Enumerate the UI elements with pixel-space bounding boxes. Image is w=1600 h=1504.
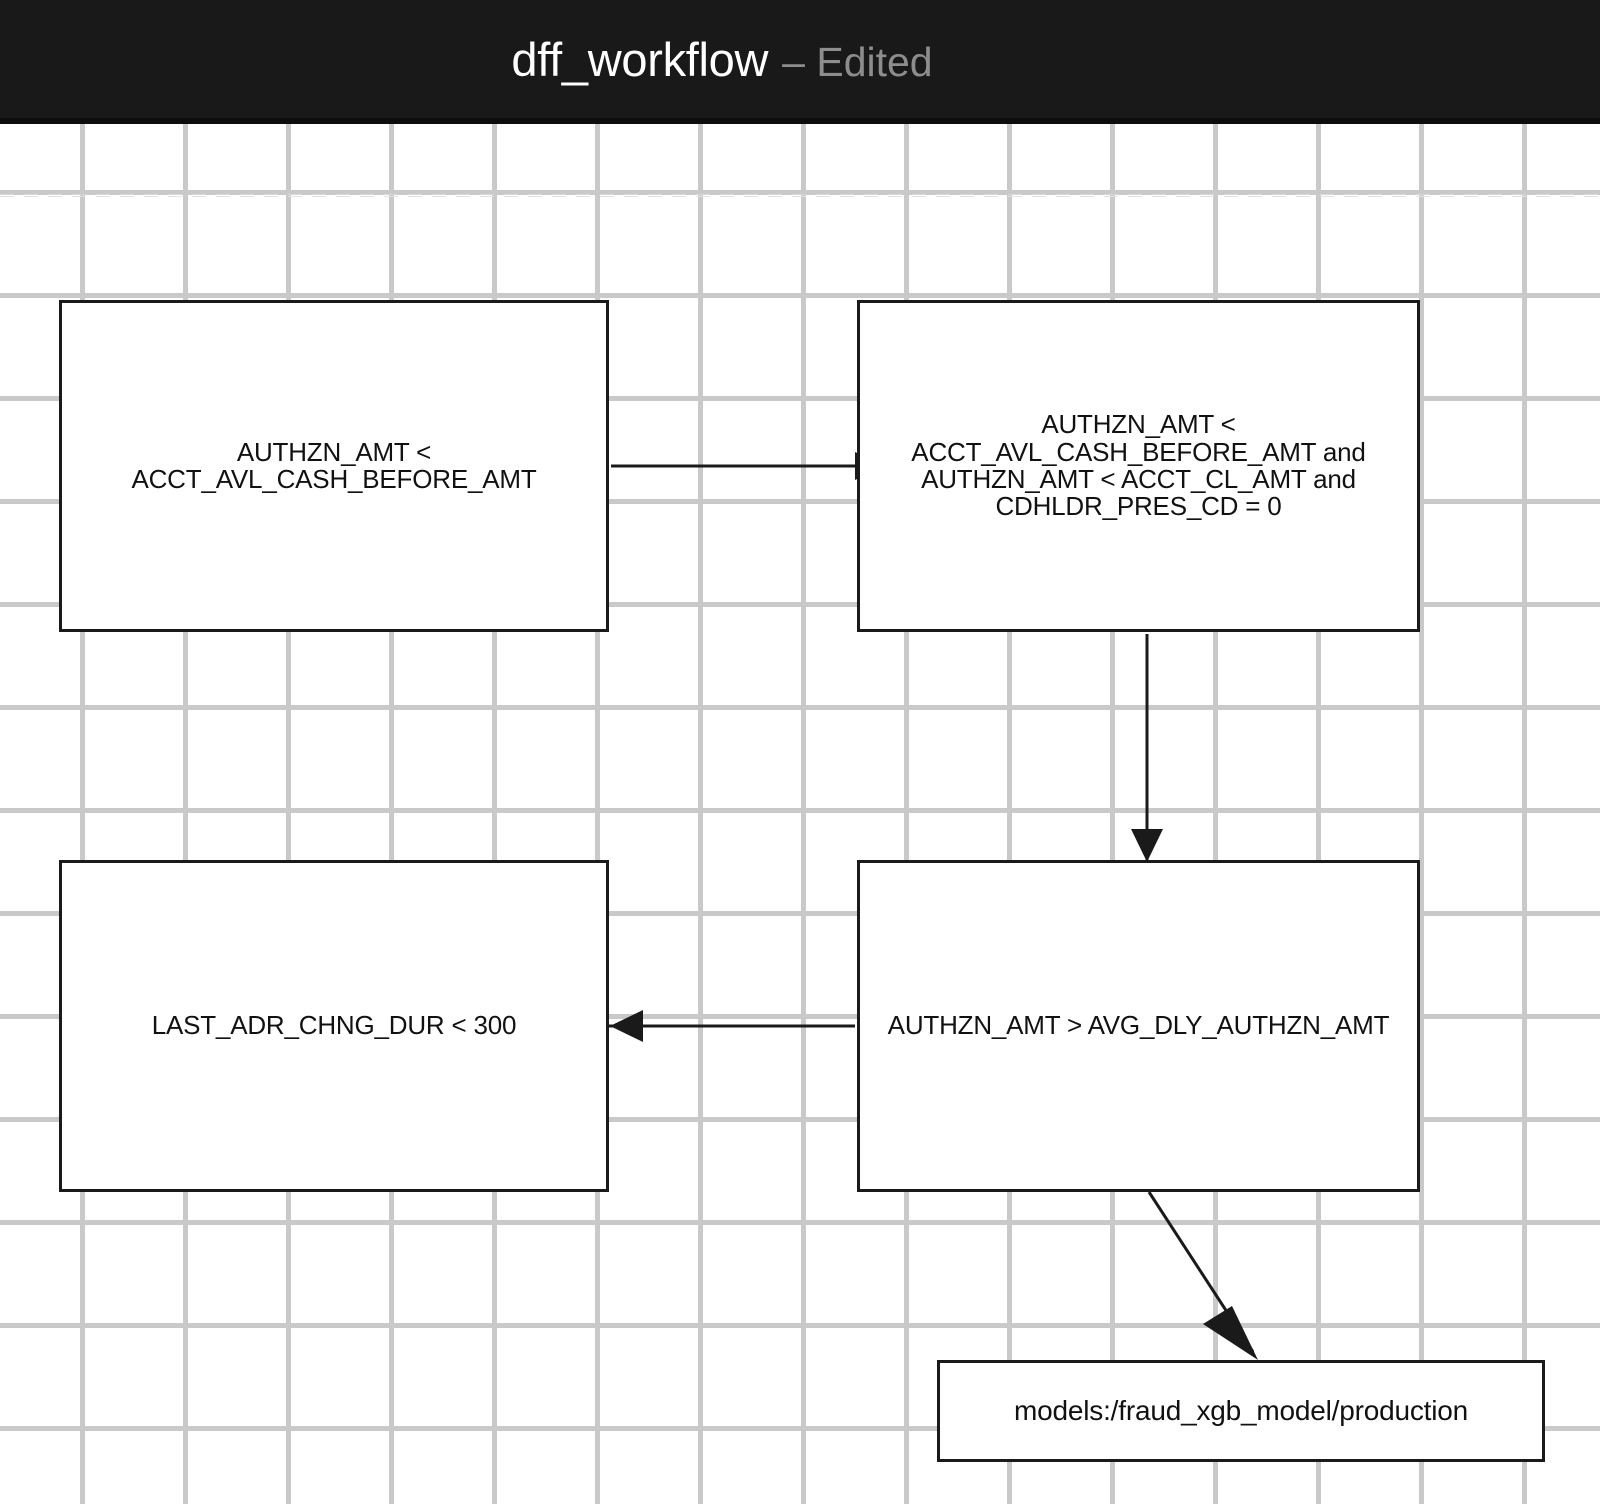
- node-label: AUTHZN_AMT > AVG_DLY_AUTHZN_AMT: [887, 1010, 1390, 1041]
- titlebar-text-group: dff_workflow – Edited: [511, 32, 932, 87]
- window-titlebar: dff_workflow – Edited: [0, 0, 1600, 118]
- diagram-node-condition-4[interactable]: AUTHZN_AMT > AVG_DLY_AUTHZN_AMT: [857, 860, 1420, 1192]
- diagram-node-model-uri[interactable]: models:/fraud_xgb_model/production: [937, 1360, 1545, 1462]
- edge-cond4-to-cond3: [585, 1010, 855, 1042]
- node-label: AUTHZN_AMT < ACCT_AVL_CASH_BEFORE_AMT an…: [911, 409, 1366, 522]
- node-label: models:/fraud_xgb_model/production: [1014, 1395, 1468, 1427]
- canvas-guide-line-secondary: [0, 196, 1600, 197]
- diagram-node-condition-2[interactable]: AUTHZN_AMT < ACCT_AVL_CASH_BEFORE_AMT an…: [857, 300, 1420, 632]
- node-label: LAST_ADR_CHNG_DUR < 300: [151, 1010, 517, 1041]
- canvas-guide-line: [0, 194, 1600, 195]
- edge-cond2-to-cond4: [1131, 634, 1163, 884]
- edge-cond4-to-model: [1147, 1191, 1258, 1360]
- document-edit-status: – Edited: [782, 38, 933, 85]
- titlebar-divider: [0, 118, 1600, 124]
- node-label: AUTHZN_AMT < ACCT_AVL_CASH_BEFORE_AMT: [131, 436, 537, 494]
- diagram-node-condition-3[interactable]: LAST_ADR_CHNG_DUR < 300: [59, 860, 609, 1192]
- diagram-canvas[interactable]: AUTHZN_AMT < ACCT_AVL_CASH_BEFORE_AMT AU…: [0, 124, 1600, 1504]
- diagram-node-condition-1[interactable]: AUTHZN_AMT < ACCT_AVL_CASH_BEFORE_AMT: [59, 300, 609, 632]
- page-title: dff_workflow: [511, 32, 769, 86]
- edge-cond1-to-cond2: [611, 452, 888, 480]
